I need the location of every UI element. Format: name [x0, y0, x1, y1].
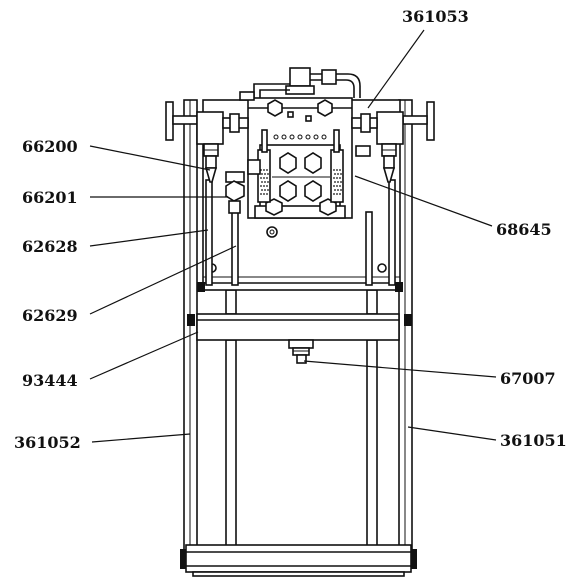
leader-66200 [89, 145, 211, 171]
hole-row [273, 134, 327, 140]
leader-62629 [89, 245, 237, 315]
label-62628: 62628 [22, 237, 78, 256]
label-62629: 62629 [22, 306, 78, 325]
label-361052: 361052 [14, 433, 81, 452]
label-66200: 66200 [22, 137, 78, 156]
leader-62628 [89, 229, 209, 247]
base-foot [180, 544, 417, 577]
crossbar [187, 313, 412, 341]
label-68645: 68645 [496, 220, 552, 239]
leader-67007 [303, 360, 497, 378]
label-66201: 66201 [22, 188, 78, 207]
leader-68645 [354, 175, 493, 227]
filter-screens [257, 129, 344, 203]
callout-labels: 361053 66200 66201 62628 62629 68645 934… [14, 7, 567, 452]
jack-fitting [288, 339, 314, 364]
right-valve [351, 101, 435, 183]
left-valve [165, 101, 261, 214]
label-93444: 93444 [22, 371, 78, 390]
label-361051: 361051 [500, 431, 567, 450]
leader-361051 [407, 426, 497, 441]
screen-dots [260, 169, 342, 195]
top-pipe [239, 67, 361, 101]
leader-361053 [367, 29, 425, 109]
leader-361052 [91, 433, 191, 443]
leader-lines [89, 29, 497, 443]
label-361053: 361053 [402, 7, 469, 26]
leader-93444 [89, 331, 199, 380]
label-67007: 67007 [500, 369, 556, 388]
